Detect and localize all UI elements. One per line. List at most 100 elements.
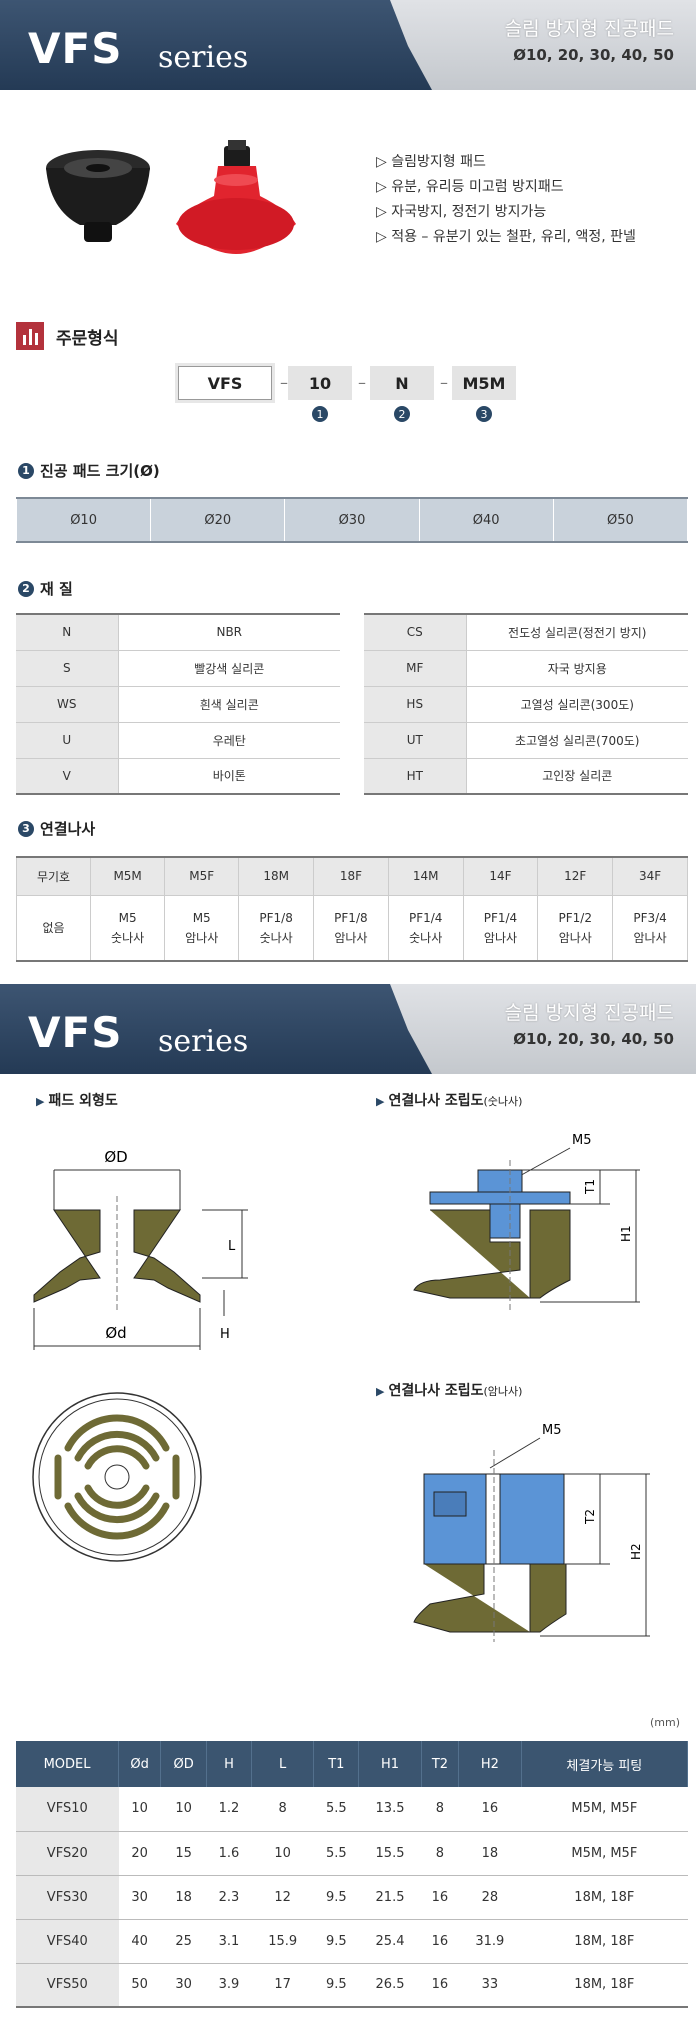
order-format-title: 주문형식 — [56, 328, 119, 349]
banner-title: 슬림 방지형 진공패드 — [504, 18, 674, 40]
unit-label: (mm) — [649, 1716, 680, 1729]
brand-logo: VFS — [28, 1008, 123, 1057]
header-banner-2: VFS series 슬림 방지형 진공패드 Ø10, 20, 30, 40, … — [0, 984, 696, 1074]
thread-value-cell: 없음 — [15, 894, 92, 962]
spec-header-cell: ØD — [160, 1741, 208, 1787]
spec-cell: 8 — [421, 1787, 459, 1832]
black-pad-image — [46, 150, 150, 242]
spec-cell: 10 — [118, 1787, 161, 1832]
banner-sizes: Ø10, 20, 30, 40, 50 — [513, 1030, 674, 1048]
spec-cell: 8 — [421, 1831, 459, 1876]
size-heading: 1 진공 패드 크기(Ø) — [18, 460, 160, 481]
spec-cell: 18 — [458, 1831, 522, 1876]
feature-item: ▷ 유분, 유리등 미고럼 방지패드 — [376, 179, 564, 195]
spec-cell: 28 — [458, 1875, 522, 1920]
spec-header-cell: T2 — [421, 1741, 460, 1787]
spec-cell: 9.5 — [313, 1919, 359, 1964]
svg-text:ØD: ØD — [104, 1148, 127, 1166]
spec-cell: VFS40 — [16, 1919, 119, 1964]
feature-list: ▷ 슬림방지형 패드 ▷ 유분, 유리등 미고럼 방지패드 ▷ 자국방지, 정전… — [376, 150, 636, 250]
thread-header-cell: 14M — [387, 856, 464, 896]
spec-cell: 12 — [251, 1875, 314, 1920]
size-cell: Ø20 — [150, 497, 286, 543]
svg-text:Ød: Ød — [105, 1324, 126, 1342]
size-table: Ø10 Ø20 Ø30 Ø40 Ø50 — [15, 497, 689, 543]
material-heading: 2 재 질 — [18, 578, 73, 599]
dash: – — [440, 373, 448, 392]
spec-cell: 16 — [458, 1787, 522, 1832]
spec-cell: 30 — [118, 1875, 161, 1920]
spec-cell: 20 — [118, 1831, 161, 1876]
thread-header-cell: 14F — [462, 856, 539, 896]
series-label: series — [158, 1024, 249, 1059]
spec-cell: 50 — [118, 1963, 161, 2008]
pad-outline-title: ▶패드 외형도 — [36, 1093, 118, 1109]
thread-header-cell: 18F — [313, 856, 389, 896]
pad-top-view — [32, 1392, 202, 1562]
spec-cell: M5M, M5F — [521, 1787, 688, 1832]
header-banner: VFS series 슬림 방지형 진공패드 Ø10, 20, 30, 40, … — [0, 0, 696, 90]
spec-cell: 40 — [118, 1919, 161, 1964]
order-code-series: VFS — [178, 366, 272, 400]
spec-header-cell: Ød — [118, 1741, 162, 1787]
svg-text:H2: H2 — [629, 1543, 643, 1560]
banner-sizes: Ø10, 20, 30, 40, 50 — [513, 46, 674, 64]
thread-heading: 3 연결나사 — [18, 818, 95, 839]
thread-header-cell: M5M — [90, 856, 166, 896]
spec-cell: 1.2 — [206, 1787, 252, 1832]
spec-cell: 10 — [160, 1787, 207, 1832]
feature-item: ▷ 적용 – 유분기 있는 철판, 유리, 액정, 판넬 — [376, 229, 636, 245]
thread-header-cell: 18M — [238, 856, 315, 896]
dash: – — [358, 373, 366, 392]
spec-cell: 25.4 — [358, 1919, 422, 1964]
svg-text:M5: M5 — [542, 1423, 562, 1438]
spec-cell: 16 — [421, 1875, 459, 1920]
spec-cell: 2.3 — [206, 1875, 252, 1920]
banner-title: 슬림 방지형 진공패드 — [504, 1002, 674, 1024]
spec-cell: 9.5 — [313, 1875, 359, 1920]
spec-header-cell: H — [206, 1741, 252, 1787]
spec-cell: 3.9 — [206, 1963, 252, 2008]
spec-cell: 15.5 — [358, 1831, 422, 1876]
brand-logo: VFS — [28, 24, 123, 73]
spec-header-cell: MODEL — [16, 1741, 120, 1787]
spec-cell: 5.5 — [313, 1787, 359, 1832]
thread-header-cell: 34F — [612, 856, 688, 896]
spec-cell: 13.5 — [358, 1787, 422, 1832]
spec-cell: 3.1 — [206, 1919, 252, 1964]
order-format-heading: 주문형식 — [16, 322, 119, 350]
spec-cell: VFS50 — [16, 1963, 119, 2008]
order-num-1: 1 — [312, 406, 328, 422]
spec-cell: 15 — [160, 1831, 207, 1876]
feature-item: ▷ 자국방지, 정전기 방지가능 — [376, 204, 547, 220]
series-label: series — [158, 40, 249, 75]
spec-cell: 30 — [160, 1963, 207, 2008]
spec-cell: 9.5 — [313, 1963, 359, 2008]
thread-header-cell: M5F — [164, 856, 240, 896]
spec-cell: VFS10 — [16, 1787, 119, 1832]
svg-text:H: H — [220, 1327, 230, 1342]
spec-cell: 25 — [160, 1919, 207, 1964]
order-code-size: 10 — [288, 366, 352, 400]
spec-cell: 16 — [421, 1963, 459, 2008]
svg-text:L: L — [228, 1239, 236, 1254]
spec-cell: 26.5 — [358, 1963, 422, 2008]
spec-cell: 15.9 — [251, 1919, 314, 1964]
spec-cell: 31.9 — [458, 1919, 522, 1964]
size-cell: Ø50 — [552, 497, 689, 543]
spec-cell: VFS30 — [16, 1875, 119, 1920]
spec-cell: 21.5 — [358, 1875, 422, 1920]
